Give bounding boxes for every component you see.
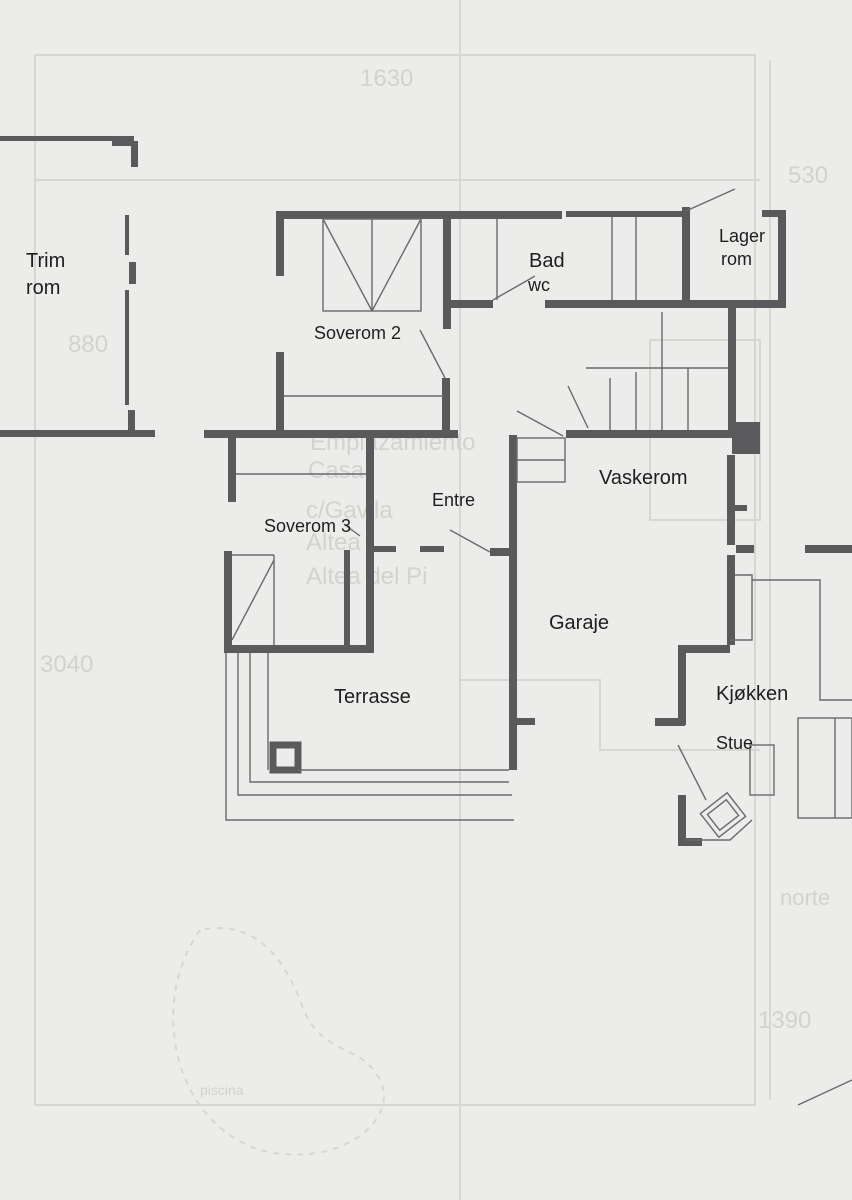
faint-text-4: Altea <box>306 529 361 556</box>
dimension-880: 880 <box>68 331 108 358</box>
trim-rom-walls <box>0 136 155 437</box>
label-bad: Bad <box>529 250 565 272</box>
main-walls <box>204 207 852 846</box>
label-wc: wc <box>527 275 550 295</box>
label-garaje: Garaje <box>549 612 609 634</box>
thin-lines <box>225 188 852 1106</box>
dimension-1390: 1390 <box>758 1007 811 1034</box>
dimension-1630: 1630 <box>360 65 413 92</box>
faint-text-2: Casa <box>308 457 365 484</box>
label-trim-rom-line2: rom <box>26 277 60 299</box>
label-lager-rom: rom <box>721 249 752 269</box>
faint-north: norte <box>780 885 830 910</box>
label-stue: Stue <box>716 733 753 753</box>
faint-piscina: piscina <box>200 1082 244 1098</box>
dimension-530: 530 <box>788 162 828 189</box>
label-kjokken: Kjøkken <box>716 683 788 705</box>
faint-text-3: c/Gavila <box>306 497 393 524</box>
label-entre: Entre <box>432 490 475 510</box>
label-lager: Lager <box>719 226 765 246</box>
label-terrasse: Terrasse <box>334 686 411 708</box>
label-soverom-3: Soverom 3 <box>264 516 351 536</box>
label-soverom-2: Soverom 2 <box>314 323 401 343</box>
background-drawing: 1630 530 880 3040 1390 Emplazamiento Cas… <box>34 0 830 1200</box>
dimension-3040: 3040 <box>40 651 93 678</box>
label-trim-rom-line1: Trim <box>26 250 65 272</box>
room-labels: Trim rom Soverom 2 Bad wc Lager rom Vask… <box>26 226 788 753</box>
label-vaskerom: Vaskerom <box>599 467 688 489</box>
